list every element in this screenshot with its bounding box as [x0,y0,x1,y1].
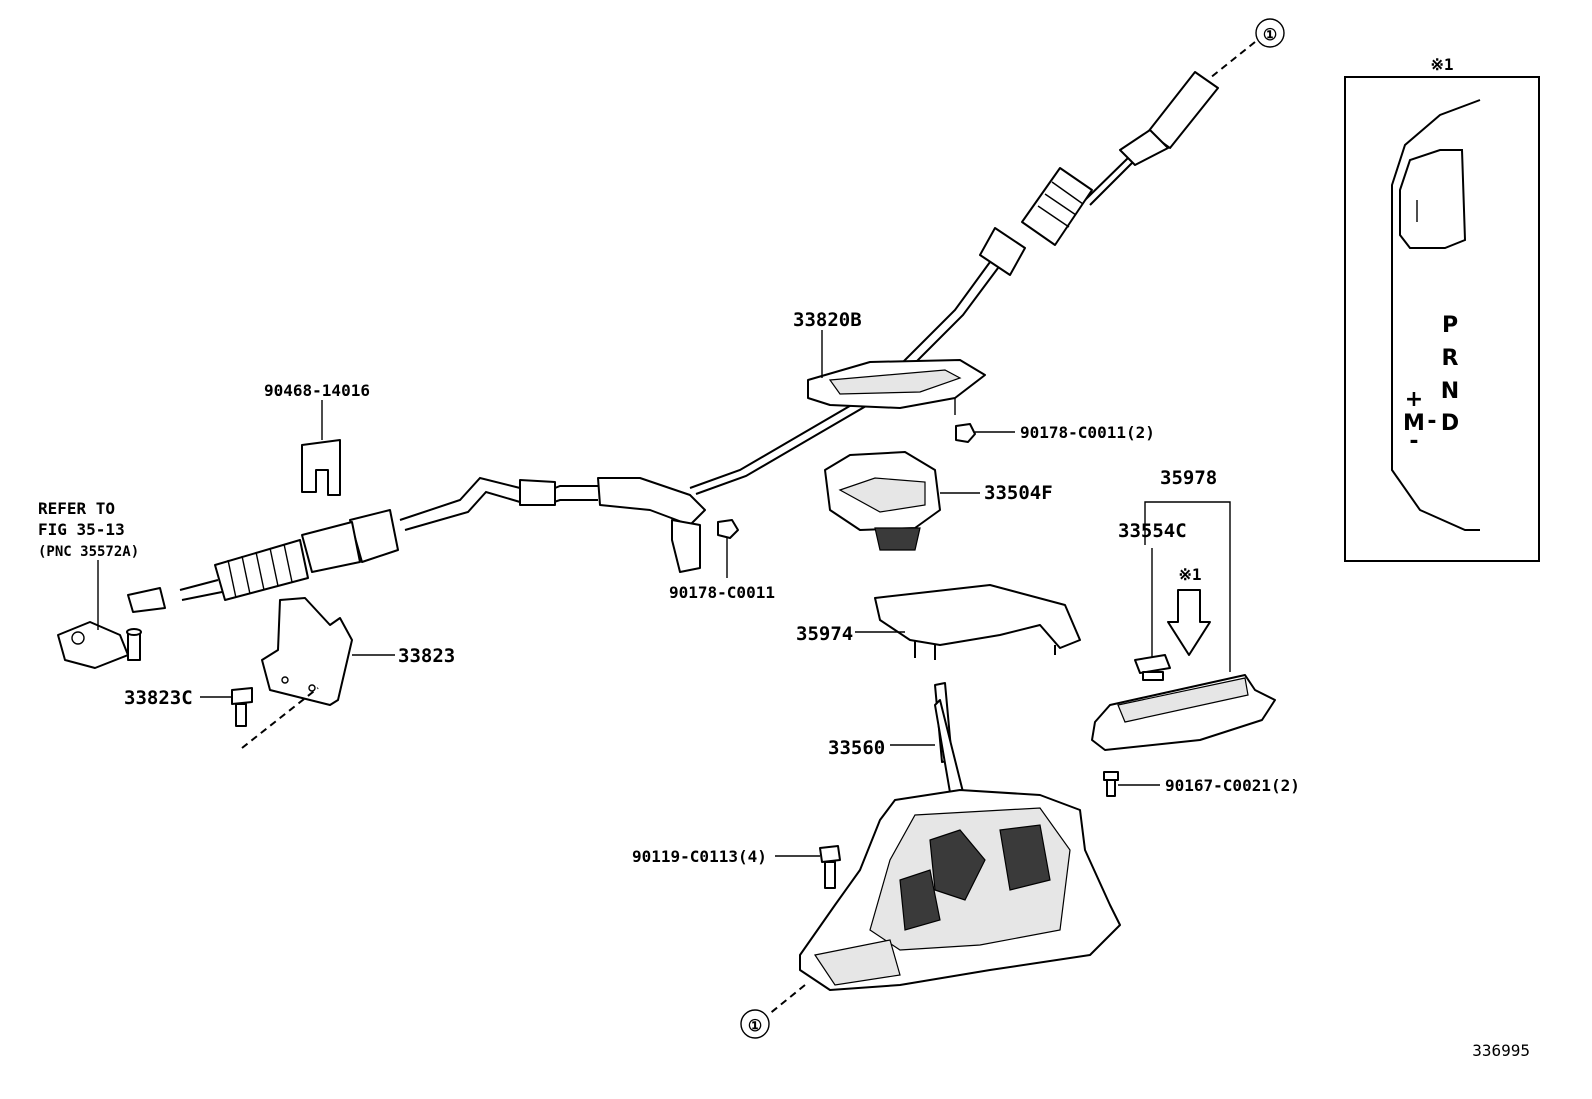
callout-33823c: 33823C [124,687,193,709]
callout-35974: 35974 [796,623,853,645]
inset-shift-button [1399,149,1467,249]
variant-inset: ※1 P R N D + M - - [1344,55,1540,562]
figure-number: 336995 [1472,1041,1530,1060]
callout-90468-14016: 90468-14016 [264,381,370,400]
bolt-33823c [231,687,253,727]
gate-letter-d: D [1441,411,1459,436]
connector-mark-bottom-label: ① [748,1016,762,1035]
callout-90119-c0113-4: 90119-C0113(4) [632,847,767,866]
refer-note-line1: REFER TO [38,499,115,518]
indicator-housing-35974 [874,584,1081,660]
install-arrow [1167,589,1211,656]
connector-bottom-dashed-line [767,984,806,1016]
manual-plus: + [1405,387,1423,412]
connector-mark-top-label: ① [1263,25,1277,44]
inset-frame [1344,76,1540,562]
inset-bezel-outline [1391,99,1481,531]
callout-90178-c0011-2: 90178-C0011(2) [1020,423,1155,442]
callout-33820b: 33820B [793,309,862,331]
callout-35978: 35978 [1160,467,1217,489]
shift-knob-33504f [824,451,941,551]
callout-90167-c0021-2: 90167-C0021(2) [1165,776,1300,795]
variant-mark: ※1 [1178,565,1201,584]
gate-letter-r: R [1442,346,1459,371]
shift-lever-assy-33560 [799,682,1121,991]
retainer-clip [301,439,341,496]
bolt-dashed-line [241,687,319,749]
bolt-90119 [819,845,841,889]
manual-m: M [1403,411,1425,436]
callout-33560: 33560 [828,737,885,759]
bracket-35978 [1144,501,1231,672]
bracket-33823 [261,597,353,706]
gate-letter-n: N [1441,379,1459,404]
cable-bracket-33820b [807,359,986,415]
cable-end-lever [57,621,142,669]
inset-mark: ※1 [1430,55,1453,74]
insert-33554c [1134,654,1171,681]
connector-mark-top: ① [1255,18,1285,48]
manual-dash: - [1427,409,1436,434]
shift-cable [127,71,1219,613]
refer-note-line2: FIG 35-13 [38,520,125,539]
callout-33504f: 33504F [984,482,1053,504]
callout-90178-c0011: 90178-C0011 [669,583,775,602]
connector-mark-bottom: ① [740,1009,770,1039]
connector-top-dashed-line [1209,41,1256,79]
gate-letter-p-top: P [1442,313,1458,338]
nut-90178-c0011-2 [955,423,976,443]
callout-33823: 33823 [398,645,455,667]
manual-minus: - [1409,429,1418,454]
nut-90178-c0011 [717,519,739,539]
refer-note-line3: (PNC 35572A) [38,544,139,560]
screw-90167 [1103,771,1119,797]
trim-bezel-35978 [1091,674,1276,751]
callout-33554c: 33554C [1118,520,1187,542]
